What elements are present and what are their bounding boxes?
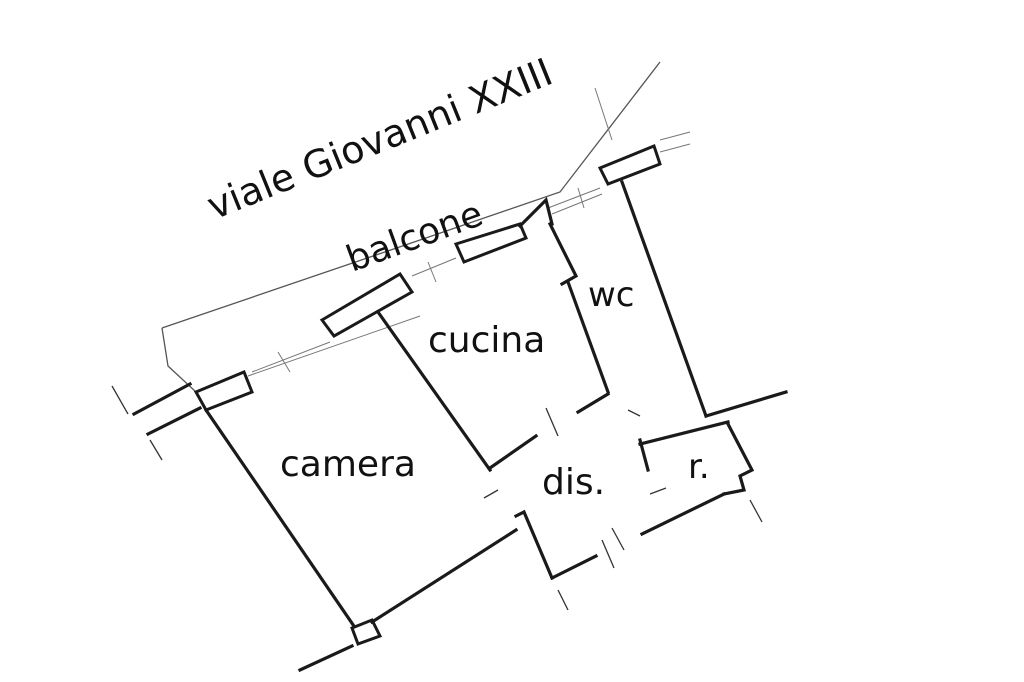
r-label: r.: [688, 447, 710, 487]
left-entry-walls: [111, 381, 203, 461]
cucina-walls: [319, 196, 611, 499]
dis-label: dis.: [542, 462, 605, 503]
cucina-label: cucina: [428, 320, 545, 361]
balcony-outline: [161, 61, 691, 393]
street-label: viale Giovanni XXIII: [201, 50, 559, 229]
wc-label: wc: [588, 275, 635, 315]
camera-label: camera: [280, 444, 416, 485]
camera-walls: [193, 370, 615, 673]
wc-walls: [597, 144, 788, 551]
balcone-label: balcone: [341, 193, 488, 280]
